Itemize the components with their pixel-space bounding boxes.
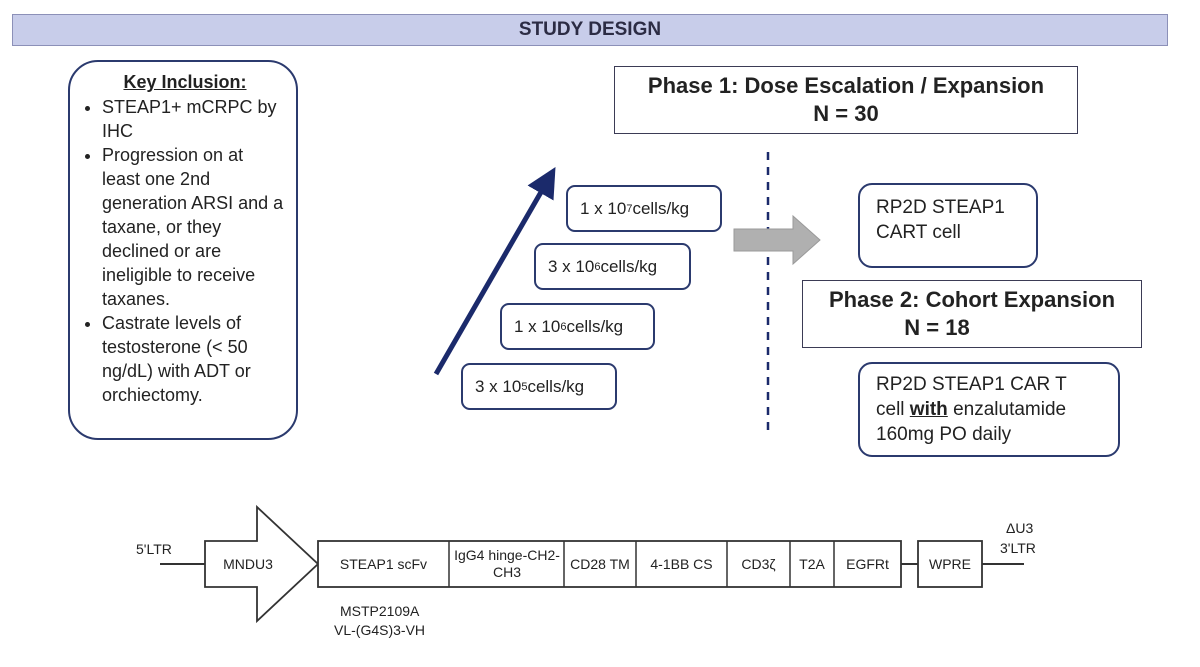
promoter-label: MNDU3 xyxy=(223,555,273,572)
scfv-note-1: MSTP2109A xyxy=(340,603,420,619)
segment-egfrt: EGFRt xyxy=(846,555,889,572)
right-ltr-label: 3'LTR xyxy=(1000,540,1036,556)
segment-cd28-tm: CD28 TM xyxy=(570,555,630,572)
segment-igg4-hinge: IgG4 hinge-CH2-CH3 xyxy=(454,547,560,580)
segment-t2a: T2A xyxy=(799,555,825,572)
key-inclusion-title: Key Inclusion: xyxy=(123,72,247,92)
phase2-box: Phase 2: Cohort Expansion N = 18 xyxy=(802,280,1142,348)
phase1-n: N = 30 xyxy=(813,101,879,126)
inclusion-item: Progression on at least one 2nd generati… xyxy=(102,143,286,311)
wpre-box xyxy=(917,540,983,588)
scfv-note-2: VL-(G4S)3-VH xyxy=(334,622,426,638)
left-ltr-label: 5'LTR xyxy=(136,541,172,557)
rp2d-cart-box: RP2D STEAP1 CART cell xyxy=(858,183,1038,268)
inclusion-list: STEAP1+ mCRPC by IHC Progression on at l… xyxy=(84,95,286,407)
page-title: STUDY DESIGN xyxy=(518,19,662,40)
segment-41bb-cs: 4-1BB CS xyxy=(650,555,713,572)
transition-arrow xyxy=(733,214,821,266)
delta-u3-label: ΔU3 xyxy=(1006,520,1034,536)
key-inclusion-box: Key Inclusion: STEAP1+ mCRPC by IHC Prog… xyxy=(68,60,298,440)
inclusion-item: Castrate levels of testosterone (< 50 ng… xyxy=(102,311,286,407)
dose-escalation-arrow xyxy=(433,167,556,376)
wpre-label: WPRE xyxy=(929,555,971,572)
inclusion-item: STEAP1+ mCRPC by IHC xyxy=(102,95,286,143)
with-emphasis: with xyxy=(909,399,948,420)
phase1-title: Phase 1: Dose Escalation / Expansion xyxy=(647,73,1045,98)
segment-cd3z: CD3ζ xyxy=(741,555,776,572)
phase2-title: Phase 2: Cohort Expansion xyxy=(828,287,1116,312)
rp2d-combo-box: RP2D STEAP1 CAR T cell with enzalutamide… xyxy=(858,362,1120,457)
phase1-box: Phase 1: Dose Escalation / Expansion N =… xyxy=(614,66,1078,134)
phase2-n: N = 18 xyxy=(904,315,970,340)
construct-body xyxy=(317,540,902,588)
study-design-title: STUDY DESIGN xyxy=(12,14,1168,46)
segment-steap1-scfv: STEAP1 scFv xyxy=(339,555,428,572)
promoter-arrow-shape xyxy=(204,504,320,624)
